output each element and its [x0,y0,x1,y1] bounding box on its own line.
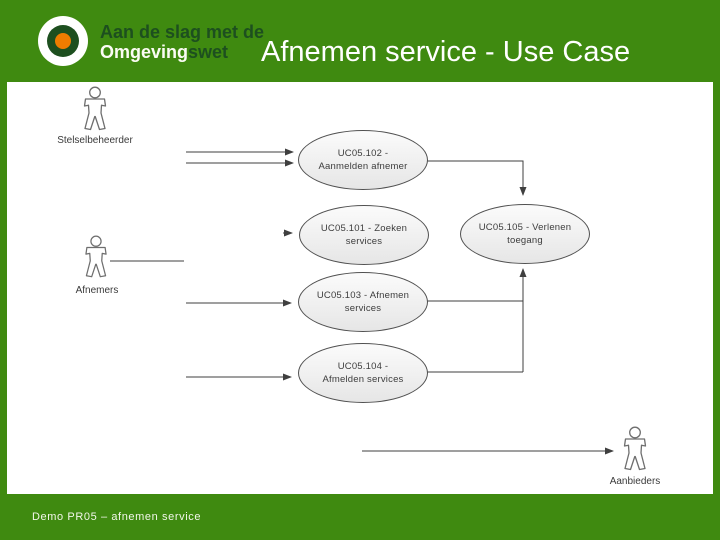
usecase-text: services [344,303,382,314]
actor-afnemers-icon [81,235,111,281]
usecase-text: Afmelden services [322,374,404,385]
usecase-ellipse-uc05-104: UC05.104 - Afmelden services [298,343,428,403]
actor-label-aanbieders: Aanbieders [609,476,661,487]
header-band [0,0,720,82]
actor-label-afnemers: Afnemers [75,285,119,296]
brand-line2-dark: swet [188,42,229,62]
usecase-ellipse-uc05-102: UC05.102 - Aanmelden afnemer [298,130,428,190]
brand-logo-icon [38,16,88,66]
right-border [713,0,720,540]
brand-line1: Aan de slag met de [100,22,265,42]
usecase-text: services [345,236,383,247]
brand-line2-light: Omgeving [100,42,189,62]
brand-wordmark: Aan de slag met de Omgevingswet [100,22,264,62]
usecase-text: Aanmelden afnemer [318,161,408,172]
actor-stelselbeheerder-icon [78,86,112,134]
brand-logo-ring [47,25,79,57]
usecase-ellipse-uc05-103: UC05.103 - Afnemen services [298,272,428,332]
usecase-text: toegang [507,235,543,246]
usecase-ellipse-uc05-105: UC05.105 - Verlenen toegang [460,204,590,264]
slide-title: Afnemen service - Use Case [261,36,631,68]
usecase-text: UC05.105 - Verlenen [478,221,572,233]
usecase-text: UC05.102 - [337,147,389,159]
actor-aanbieders-icon [619,426,651,474]
usecase-text: UC05.101 - Zoeken [320,222,408,234]
left-border [0,0,7,540]
usecase-ellipse-uc05-101: UC05.101 - Zoeken services [299,205,429,265]
usecase-text: UC05.104 - [337,360,389,372]
brand-logo-center [55,33,71,49]
actor-label-stelselbeheerder: Stelselbeheerder [57,135,133,146]
usecase-text: UC05.103 - Afnemen [316,289,410,301]
footer-caption: Demo PR05 – afnemen service [32,511,202,523]
footer-band [0,494,720,540]
assoc-uc102-uc105 [426,160,527,196]
